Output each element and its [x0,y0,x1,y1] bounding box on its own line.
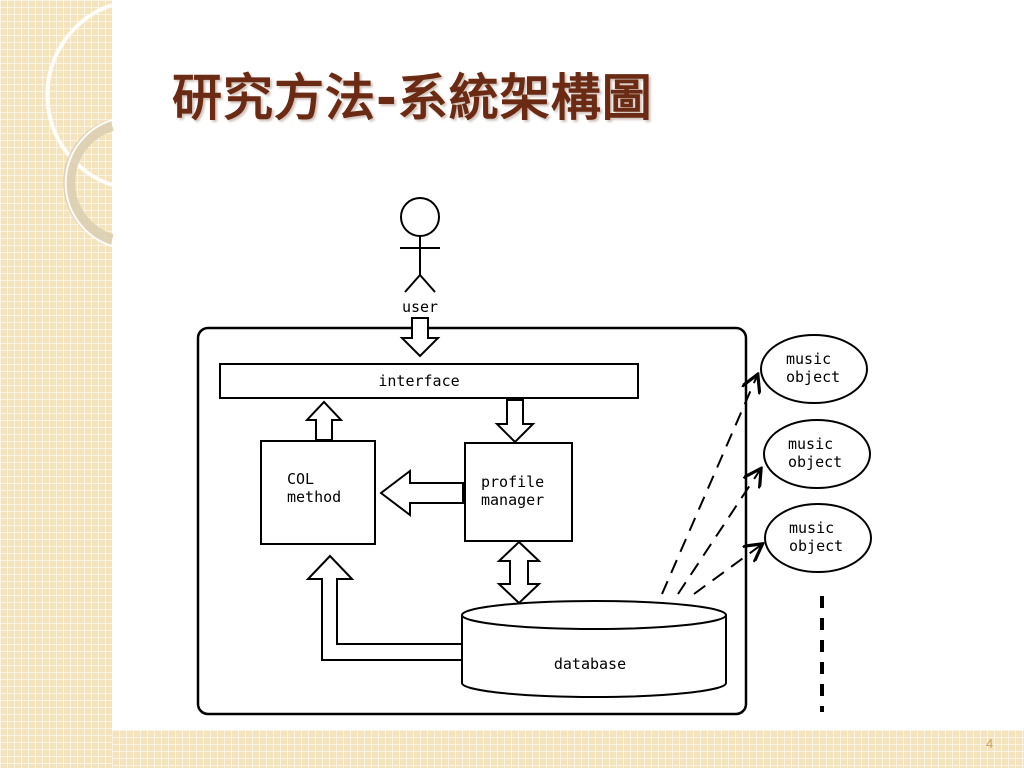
database-cylinder [461,600,727,698]
music-object-1-line1: music [786,350,831,368]
col-method-line2: method [287,488,341,506]
music-object-3-line1: music [789,519,834,537]
database-label: database [554,655,626,673]
col-method-line1: COL [287,470,314,488]
music-object-1-line2: object [786,368,840,386]
user-label: user [402,298,438,316]
profile-manager-box [464,442,573,542]
profile-manager-line1: profile [481,473,544,491]
dashed-arrow-music-2 [677,470,760,595]
arrow-col-to-interface [304,400,344,441]
col-method-box [260,440,376,545]
arrow-database-to-col [305,554,463,661]
interface-bar [219,363,639,399]
page-number: 4 [986,736,994,751]
dashed-arrow-music-3 [693,545,761,595]
arrow-user-to-interface [399,317,441,358]
music-object-2-line2: object [788,453,842,471]
bottom-decor-band [112,730,1024,768]
user-left-leg [404,274,421,293]
user-right-leg [419,274,436,293]
arrow-profile-database [496,540,542,605]
arrow-profile-to-col [379,468,464,518]
system-boundary [196,326,748,716]
music-object-3-line2: object [789,537,843,555]
arrow-interface-to-profile [494,399,536,444]
dashed-arrow-music-1 [661,376,757,595]
decor-circles [45,3,114,247]
music-object-2-line1: music [788,435,833,453]
music-object-3 [764,503,872,573]
user-head [400,197,440,237]
profile-manager-line2: manager [481,491,544,509]
music-object-2 [763,419,871,489]
interface-label: interface [378,372,459,390]
user-actor [400,197,440,293]
music-object-1 [760,334,868,404]
slide-title: 研究方法-系統架構圖 [172,69,653,127]
